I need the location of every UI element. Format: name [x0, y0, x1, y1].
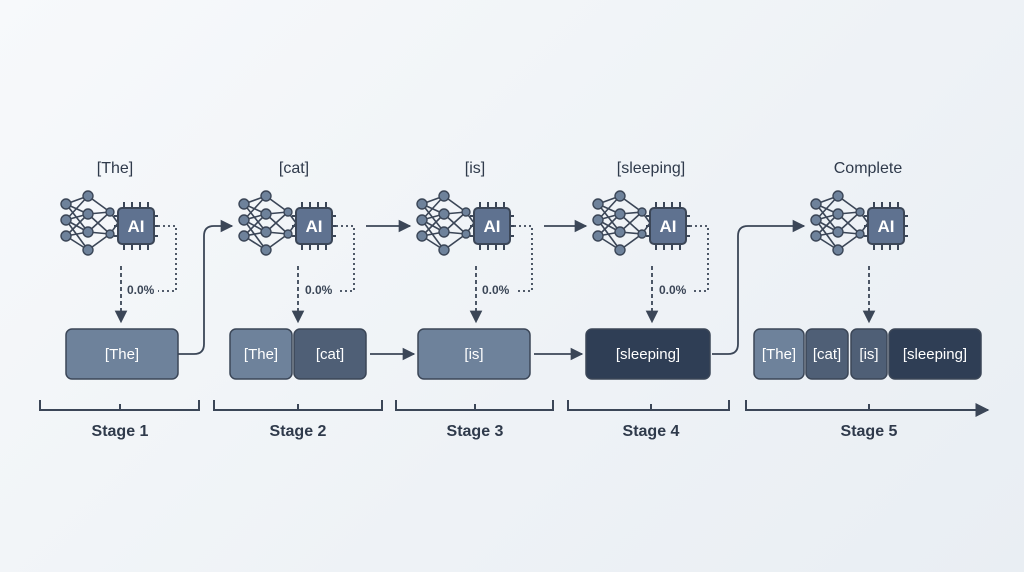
token-label: [sleeping]: [903, 346, 967, 363]
stage-5-label: Stage 5: [841, 423, 898, 440]
ai-chip-label: AI: [484, 217, 501, 236]
feedback-loop-4: [690, 225, 709, 292]
token-group-3: [is]: [417, 328, 531, 380]
ai-chip-label: AI: [660, 217, 677, 236]
token-label: [is]: [464, 346, 483, 363]
token-group-1: [The]: [65, 328, 179, 380]
token-label: [cat]: [813, 346, 841, 363]
token-label: [The]: [762, 346, 796, 363]
feedback-loop-2: [336, 225, 355, 292]
token-label: [is]: [859, 346, 878, 363]
stage-2-title: [cat]: [279, 160, 309, 177]
stage-1-title: [The]: [97, 160, 133, 177]
token-group-2: [The] [cat]: [229, 328, 367, 380]
neural-network-icon: [65, 195, 119, 251]
token-box: [850, 328, 888, 380]
token-box: [65, 328, 179, 380]
ai-model-icon-4: AI: [592, 190, 690, 256]
neural-network-icon: [815, 195, 869, 251]
timeline: [39, 400, 990, 417]
stage-3-title: [is]: [465, 160, 485, 177]
percent-label-2: 0.0%: [305, 283, 333, 297]
percent-label-3: 0.0%: [482, 283, 510, 297]
feedback-loop-3: [514, 225, 533, 292]
ai-chip-icon: AI: [470, 202, 514, 250]
flow-arrow-4-5: [712, 219, 806, 355]
stage-4-label: Stage 4: [623, 423, 680, 440]
percent-label-4: 0.0%: [659, 283, 687, 297]
stage-5-title: Complete: [834, 160, 903, 177]
ai-model-icon-1: AI: [60, 190, 158, 256]
token-box: [585, 328, 711, 380]
token-label: [cat]: [316, 346, 344, 363]
ai-chip-icon: AI: [114, 202, 158, 250]
neural-network-icon: [243, 195, 297, 251]
token-box: [805, 328, 849, 380]
neural-network-icon: [597, 195, 651, 251]
ai-model-icon-2: AI: [238, 190, 336, 256]
neural-network-icon: [421, 195, 475, 251]
ai-model-icon-3: AI: [416, 190, 514, 256]
token-label: [The]: [244, 346, 278, 363]
token-box: [753, 328, 805, 380]
stage-2-label: Stage 2: [270, 423, 327, 440]
token-box: [888, 328, 982, 380]
token-label: [The]: [105, 346, 139, 363]
stage-4-title: [sleeping]: [617, 160, 686, 177]
percent-label-1: 0.0%: [127, 283, 155, 297]
ai-chip-label: AI: [128, 217, 145, 236]
token-box: [229, 328, 293, 380]
stage-3-label: Stage 3: [447, 423, 504, 440]
feedback-loop-1: [158, 225, 177, 292]
token-box: [417, 328, 531, 380]
ai-chip-label: AI: [306, 217, 323, 236]
token-label: [sleeping]: [616, 346, 680, 363]
stage-1-label: Stage 1: [92, 423, 149, 440]
token-group-5: [The] [cat] [is] [sleeping]: [753, 328, 982, 380]
ai-chip-icon: AI: [864, 202, 908, 250]
ai-chip-label: AI: [878, 217, 895, 236]
token-group-4: [sleeping]: [585, 328, 711, 380]
ai-model-icon-5: AI: [810, 190, 908, 256]
token-box: [293, 328, 367, 380]
ai-chip-icon: AI: [646, 202, 690, 250]
ai-chip-icon: AI: [292, 202, 336, 250]
flow-arrow-1-2: [178, 219, 234, 355]
